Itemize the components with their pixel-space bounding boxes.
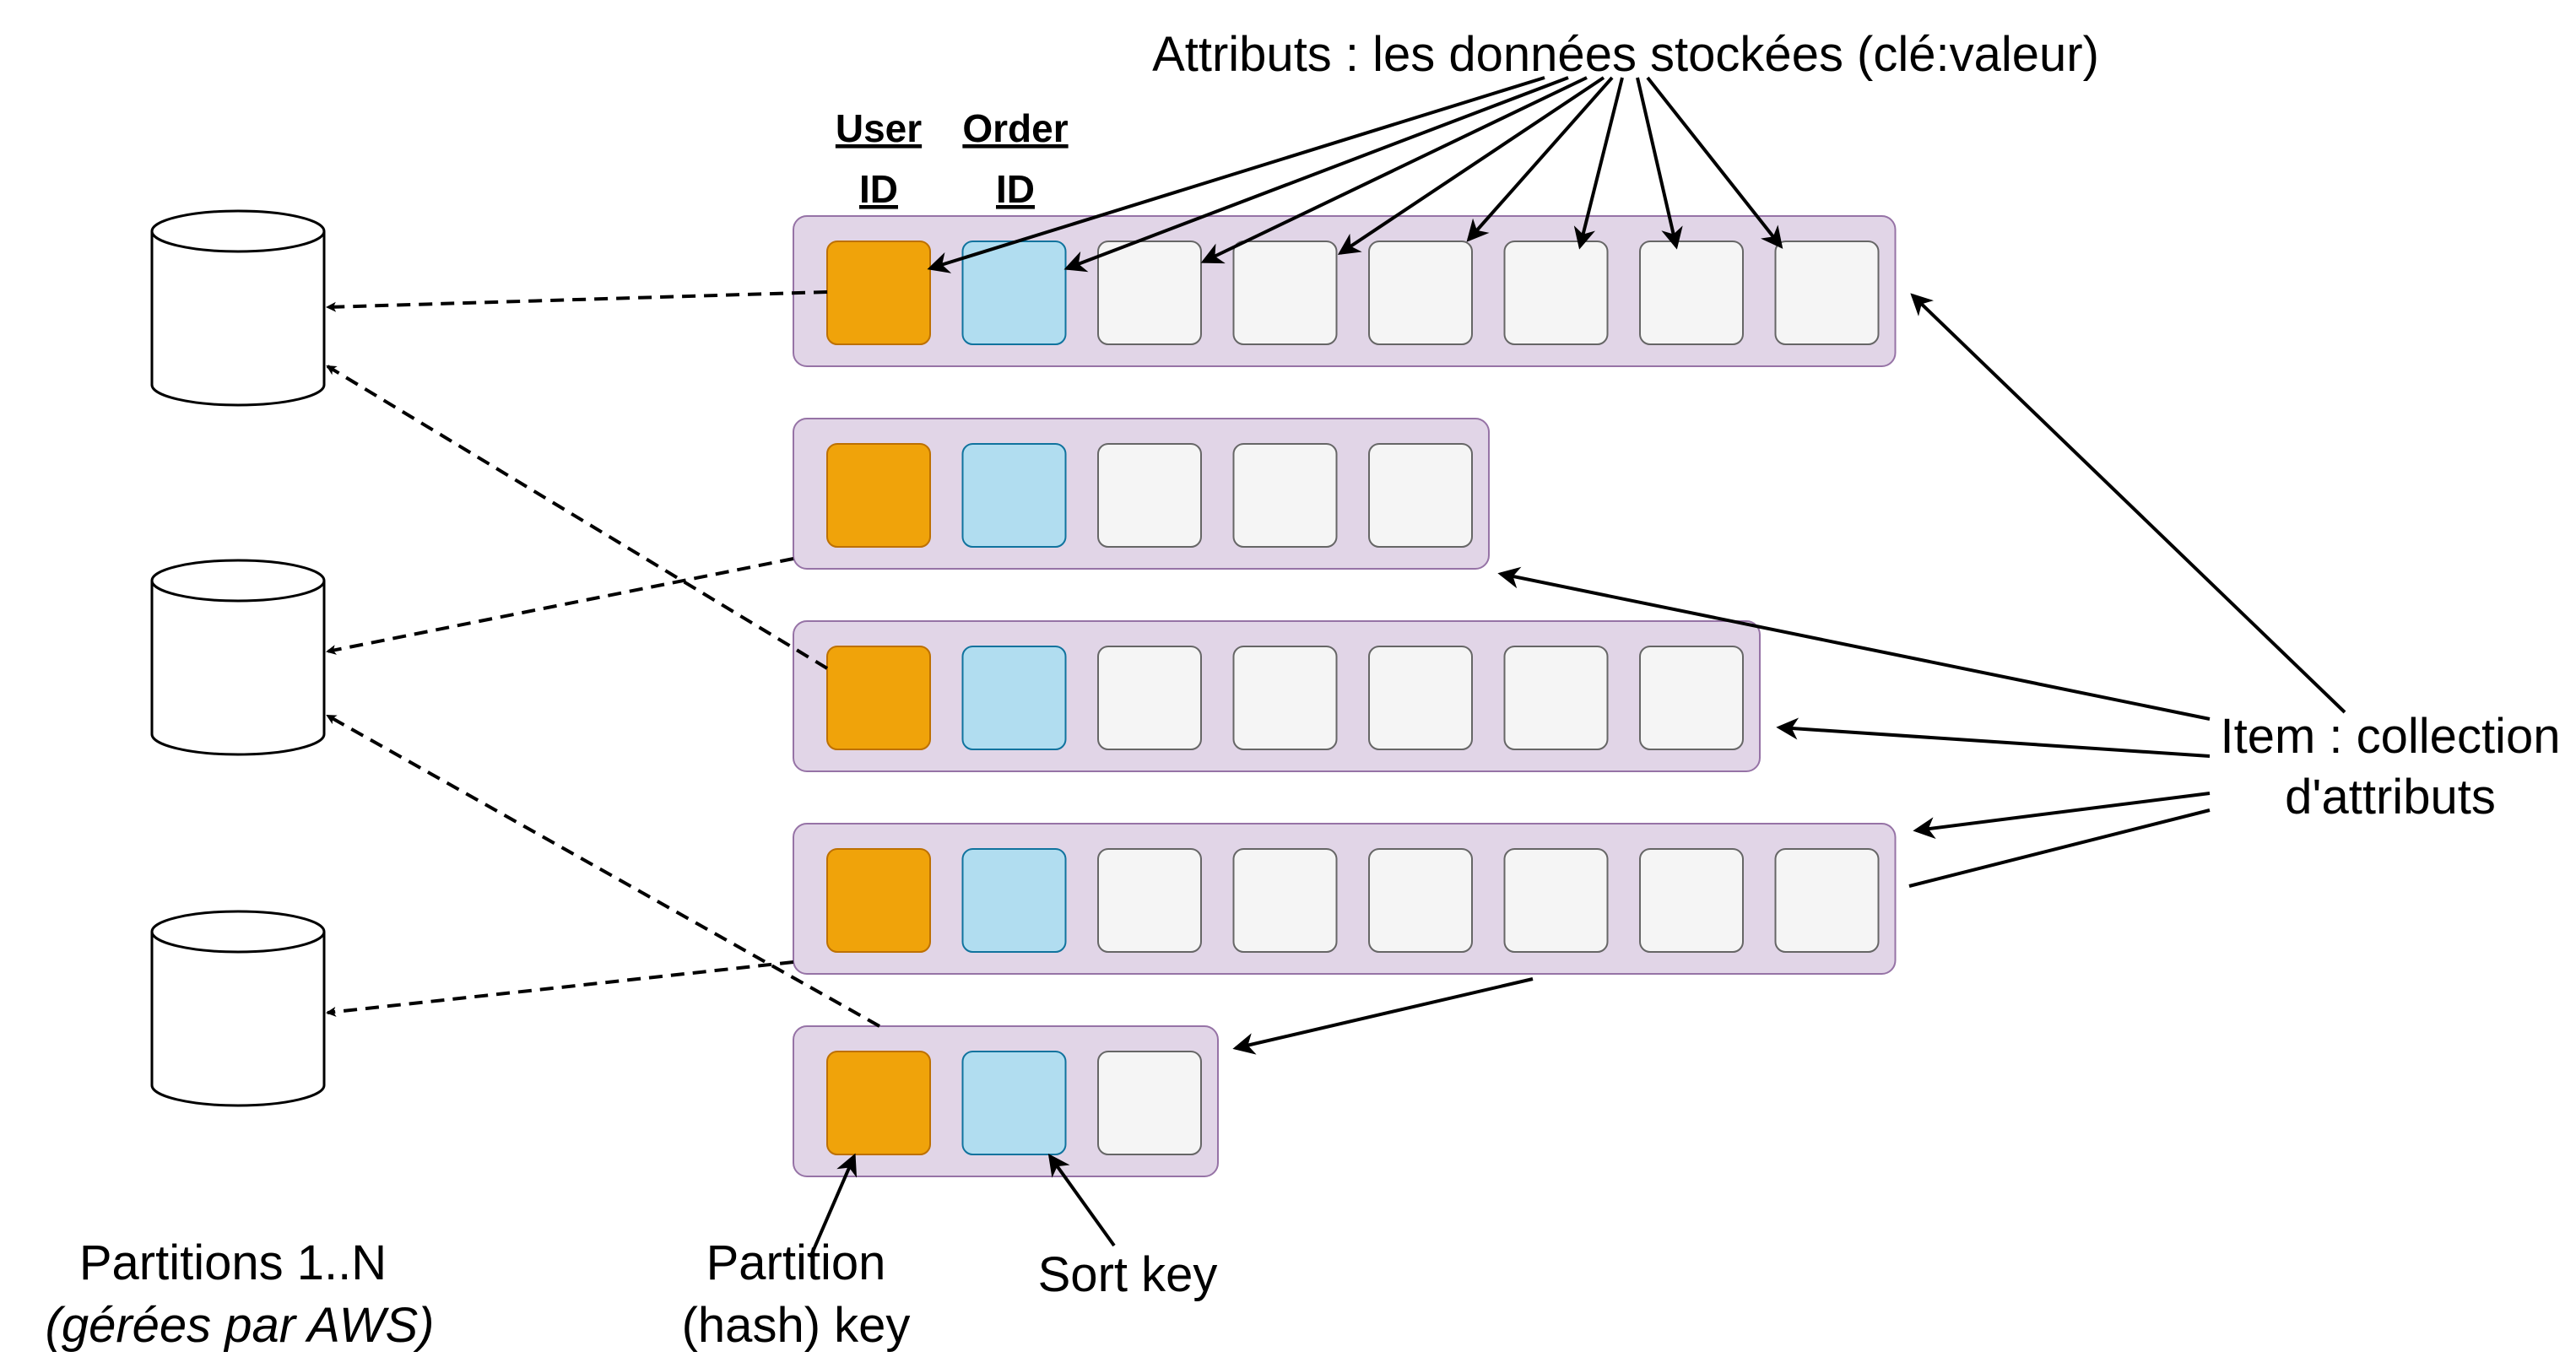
user-id-header-line2: ID [859,167,898,211]
order-id-header-line2: ID [996,167,1035,211]
item-row-5 [793,1025,1219,1177]
partition-key-cell [826,443,931,548]
partitions-label-line1: Partitions 1..N [79,1235,387,1290]
item-row-3 [793,620,1761,772]
sort-key-arrow [1047,1153,1116,1247]
dashed-arrow-item4-partition3 [326,960,794,1017]
item-arrow-row1 [1910,293,2346,714]
sort-key-cell [961,1051,1067,1155]
sort-key-cell [961,848,1067,953]
connectors [326,76,2346,1258]
attribute-cell [1368,443,1473,548]
items [793,215,1897,1177]
attribute-cell [1503,848,1609,953]
item-arrow-row3 [1776,717,2211,758]
sort-key-cell [961,646,1067,750]
dashed-arrow-item3-partition1 [326,365,829,670]
sort-key-cell [961,443,1067,548]
attribute-cell [1639,241,1744,345]
partitions [150,209,326,1107]
attribute-arrow-2 [1063,76,1569,273]
cylinder-top [150,559,326,603]
dashed-arrow-item5-partition2 [326,714,880,1028]
attribute-arrow-4 [1337,76,1605,256]
cylinder-body [150,581,326,756]
item-label-line2: d'attributs [2285,770,2496,824]
cylinder-top [150,209,326,253]
attribute-arrow-7 [1636,77,1683,250]
attribute-cell [1232,241,1338,345]
partition-cylinder-2 [150,559,326,756]
attribute-cell [1097,241,1202,345]
attribute-cell [1368,241,1473,345]
item-arrow-row5 [1232,977,1534,1055]
cylinder-body [150,231,326,407]
partition-cylinder-1 [150,209,326,407]
sort-key-cell [961,241,1067,345]
cylinder-top [150,910,326,954]
dashed-arrow-item1-partition1 [326,290,828,312]
item-row-2 [793,418,1490,570]
attribute-cell [1639,848,1744,953]
attribute-cell [1774,241,1880,345]
attribute-cell [1639,646,1744,750]
attribute-cell [1097,443,1202,548]
attribute-cell [1097,646,1202,750]
item-arrow-row4 [1913,792,2211,840]
attribute-cell [1097,848,1202,953]
item-row-1 [793,215,1897,367]
attribute-cell [1368,646,1473,750]
partition-key-cell [826,1051,931,1155]
attribute-cell [1368,848,1473,953]
attribute-cell [1232,443,1338,548]
order-id-header-line1: Order [962,106,1068,150]
attribute-arrow-8 [1646,76,1783,249]
user-id-header-line1: User [836,106,922,150]
item-row-4 [793,823,1897,975]
item-arrow-row2 [1497,566,2211,721]
partition-key-label-line2: (hash) key [682,1298,911,1353]
partition-key-cell [826,241,931,345]
attributes-title: Attributs : les données stockées (clé:va… [1152,27,2099,82]
attribute-cell [1097,1051,1202,1155]
attribute-arrow-3 [1200,76,1588,264]
cylinder-body [150,932,326,1107]
attribute-arrow-1 [927,76,1545,273]
dashed-arrow-item2-partition2 [326,557,794,655]
attribute-arrow-6 [1573,77,1624,250]
item-label-line1: Item : collection [2221,709,2561,764]
sort-key-label: Sort key [1038,1247,1218,1302]
partitions-label-line2: (gérées par AWS) [46,1298,435,1353]
item-box [793,823,1897,975]
partition-key-cell [826,646,931,750]
item-line-row4-edge [1908,808,2211,888]
attribute-cell [1503,241,1609,345]
attribute-arrow-5 [1466,76,1614,242]
partition-cylinder-3 [150,910,326,1107]
attribute-cell [1503,646,1609,750]
partition-key-cell [826,848,931,953]
attribute-cell [1232,646,1338,750]
partition-key-label-line1: Partition [706,1235,886,1290]
partition-key-arrow [809,1153,858,1258]
attribute-cell [1232,848,1338,953]
attribute-cell [1774,848,1880,953]
